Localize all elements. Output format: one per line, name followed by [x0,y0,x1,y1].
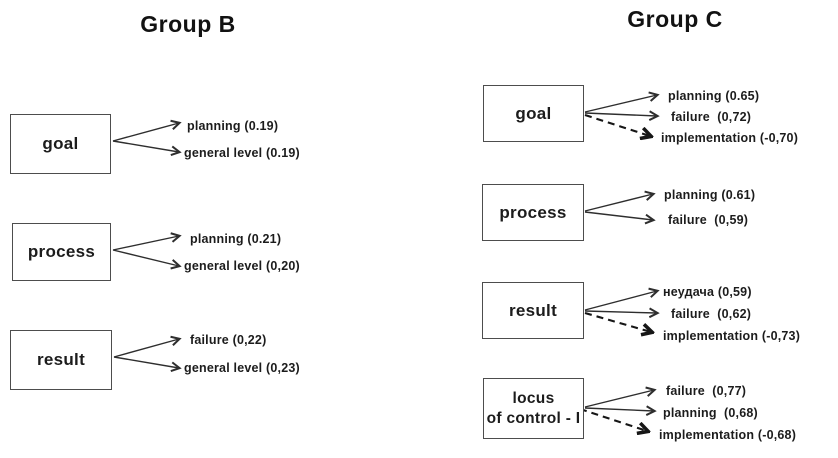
arrow-groupC-goal-planning [584,91,660,113]
node-box-groupB-result: result [10,330,112,390]
outcome-label-groupB-result-failure: failure (0,22) [190,333,267,347]
arrow-groupC-goal-failure [584,110,660,121]
arrow-groupC-result-neudacha [584,287,660,311]
node-label-groupC-result: result [508,300,558,320]
arrow-groupC-locus-implementation-dashed [579,408,647,431]
outcome-label-groupC-locus-implementation: implementation (-0,68) [659,428,797,442]
arrow-groupC-locus-failure [584,386,657,408]
node-box-groupC-goal: goal [483,85,584,142]
node-box-groupC-locus-of-control: locus of control - I [483,378,584,439]
group-b-title: Group B [140,11,236,37]
arrow-groupB-process-planning [112,232,182,251]
arrow-groupC-result-implementation-dashed [584,311,651,332]
arrow-groupB-goal-planning [112,119,182,142]
node-label-groupC-process: process [499,202,567,222]
outcome-label-groupB-goal-planning: planning (0.19) [187,119,279,133]
node-label-groupC-goal: goal [515,103,552,123]
outcome-label-groupB-goal-general-level: general level (0.19) [184,146,300,160]
arrow-groupB-goal-general-level [112,140,182,157]
arrow-groupC-locus-planning [584,405,657,416]
node-label-groupB-process: process [27,242,96,262]
outcome-label-groupC-result-neudacha: неудача (0,59) [663,285,752,299]
node-box-groupC-result: result [482,282,584,339]
outcome-label-groupC-result-failure: failure (0,62) [671,307,752,321]
node-box-groupB-process: process [12,223,111,281]
outcome-label-groupC-goal-planning: planning (0.65) [668,89,760,103]
group-c-title: Group C [627,6,723,32]
outcome-label-groupC-process-planning: planning (0.61) [664,188,756,202]
node-box-groupC-process: process [482,184,584,241]
node-label-groupB-result: result [36,350,86,370]
node-box-groupB-goal: goal [10,114,111,174]
arrow-groupC-process-failure [584,211,656,225]
outcome-label-groupC-goal-implementation: implementation (-0,70) [661,131,799,145]
node-label-groupC-locus-of-control: locus of control - I [486,390,581,427]
outcome-label-groupB-process-general-level: general level (0,20) [184,259,300,273]
outcome-label-groupC-locus-planning: planning (0,68) [663,406,758,420]
arrow-groupB-process-general-level [112,249,182,270]
outcome-label-groupB-result-general-level: general level (0,23) [184,361,300,375]
arrow-groupB-result-failure [113,335,182,358]
outcome-label-groupC-locus-failure: failure (0,77) [666,384,747,398]
outcome-label-groupB-process-planning: planning (0.21) [190,232,282,246]
arrow-groupC-result-failure [584,307,660,319]
outcome-label-groupC-result-implementation: implementation (-0,73) [663,329,801,343]
outcome-label-groupC-goal-failure: failure (0,72) [671,110,752,124]
outcome-label-groupC-process-failure: failure (0,59) [668,213,749,227]
arrow-groupC-process-planning [584,190,656,212]
node-label-groupB-goal: goal [42,134,79,154]
arrow-groupB-result-general-level [113,356,182,373]
arrow-groupC-goal-implementation-dashed [584,114,650,136]
